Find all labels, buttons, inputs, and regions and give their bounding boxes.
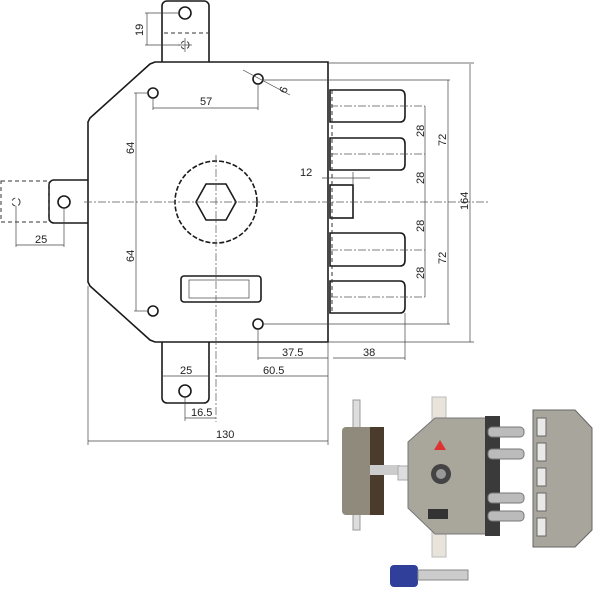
side-tab-extension [0,180,50,223]
dim-12: 12 [300,167,312,179]
key [390,565,418,587]
brand-badge [434,440,446,450]
mount-hole [252,318,264,330]
dim-28-4: 28 [415,267,427,279]
top-tab-crosshair [178,38,192,52]
dim-16-5: 16.5 [191,407,212,419]
dim-72-upper: 72 [437,134,449,146]
mount-hole [147,305,159,317]
slot [180,275,262,303]
dim-38: 38 [363,347,375,359]
dim-6: 6 [278,85,291,95]
dim-28-2: 28 [415,172,427,184]
dim-130: 130 [216,429,234,441]
dim-25-tab: 25 [180,365,192,377]
latch [329,184,354,219]
mount-hole [252,73,264,85]
dim-25-side: 25 [35,234,47,246]
bottom-tab-hole [178,384,192,398]
product-photo [342,396,593,587]
bolts [329,89,406,314]
dim-57: 57 [200,96,212,108]
top-tab-hole [178,6,192,20]
dim-37-5: 37.5 [282,347,303,359]
dim-72-lower: 72 [437,252,449,264]
dim-19: 19 [134,24,146,36]
dim-64-lower: 64 [125,250,137,262]
dim-28-3: 28 [415,220,427,232]
side-tab-hole [57,195,71,209]
dim-64-upper: 64 [125,142,137,154]
dim-28-1: 28 [415,125,427,137]
dim-164: 164 [459,192,471,210]
dim-60-5: 60.5 [263,365,284,377]
mount-hole [147,87,159,99]
